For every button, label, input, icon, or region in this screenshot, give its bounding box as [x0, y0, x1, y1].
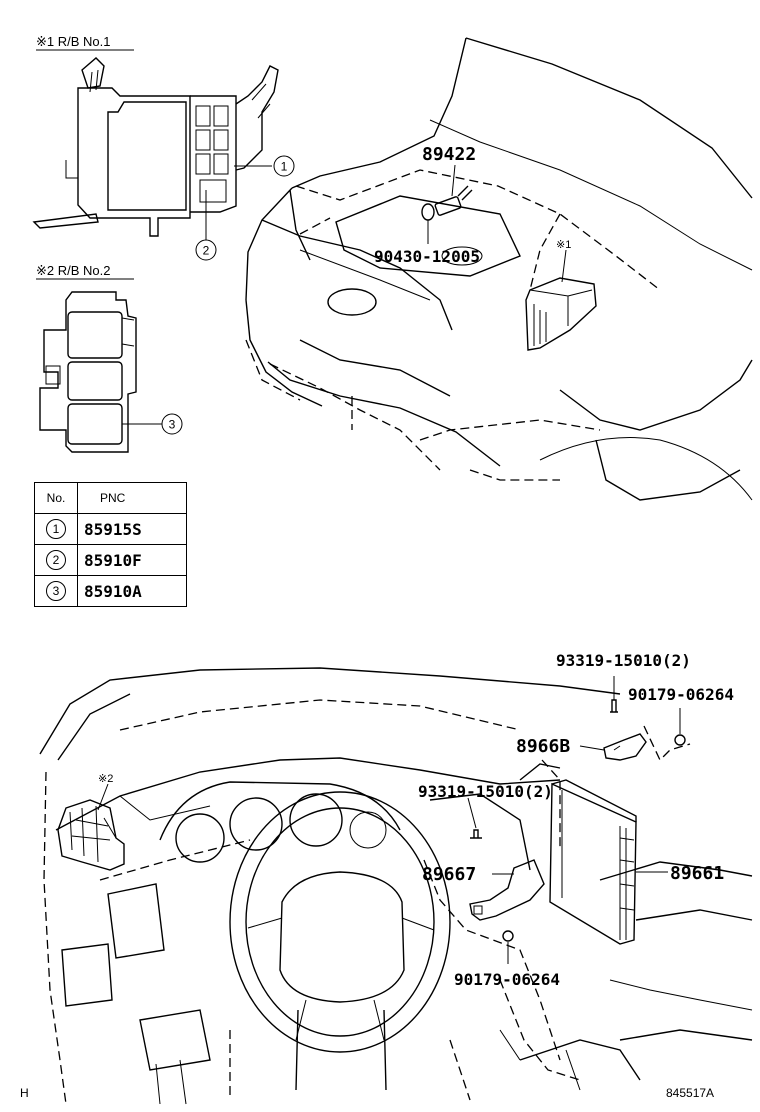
nut-90179-top — [674, 734, 686, 746]
row-number-circle: 2 — [46, 550, 66, 570]
bracket-8966b-part — [603, 733, 647, 761]
pnc-value: 85910A — [77, 575, 187, 607]
rb1-title: ※1 R/B No.1 — [36, 34, 110, 49]
dashboard-drawing — [39, 667, 753, 1105]
figure-id: 845517A — [666, 1086, 714, 1100]
nut-90179-bottom — [502, 930, 514, 942]
part-89661-label: 89661 — [670, 863, 724, 884]
bolt-93319-top — [610, 699, 618, 713]
part-89422-label: 89422 — [422, 144, 476, 165]
pnc-table: No. PNC 1 85915S 2 85910F 3 85910A — [34, 482, 187, 607]
dash-relay-mark: ※2 — [98, 773, 113, 785]
pnc-header-pnc: PNC — [77, 482, 187, 514]
relay-block-2-installed — [57, 799, 125, 871]
table-row: 1 85915S — [34, 513, 187, 545]
relay-block-1-installed — [525, 277, 597, 351]
part-90179-06264-bottom-label: 90179-06264 — [454, 970, 560, 989]
rb2-title: ※2 R/B No.2 — [36, 263, 110, 278]
callout-2-label: 2 — [203, 244, 210, 258]
callout-1-label: 1 — [281, 160, 288, 174]
footer-left-code: H — [20, 1086, 29, 1100]
row-number-circle: 1 — [46, 519, 66, 539]
pnc-header-no: No. — [34, 482, 78, 514]
table-row: 2 85910F — [34, 544, 187, 576]
part-90179-06264-top-label: 90179-06264 — [628, 685, 734, 704]
row-number-circle: 3 — [46, 581, 66, 601]
engine-bay-drawing — [245, 37, 753, 501]
sensor-89422-part — [434, 185, 473, 216]
part-93319-15010-mid-label: 93319-15010(2) — [418, 782, 553, 801]
part-93319-15010-top-label: 93319-15010(2) — [556, 651, 691, 670]
relay-block-2-drawing — [39, 291, 137, 453]
engine-relay-mark: ※1 — [556, 239, 571, 251]
ecu-89661-part — [549, 779, 637, 945]
part-8966b-label: 8966B — [516, 736, 570, 757]
bracket-89667-part — [469, 859, 545, 921]
rb1-inset: ※1 R/B No.1 1 — [32, 34, 295, 261]
pnc-value: 85915S — [77, 513, 187, 545]
part-89667-label: 89667 — [422, 864, 476, 885]
rb2-inset: ※2 R/B No.2 3 — [36, 263, 183, 453]
part-90430-12005-label: 90430-12005 — [374, 247, 480, 266]
relay-block-1-drawing — [32, 57, 279, 237]
pnc-value: 85910F — [77, 544, 187, 576]
bolt-93319-mid — [470, 829, 482, 839]
callout-3-label: 3 — [169, 418, 176, 432]
gasket-90430-part — [421, 203, 435, 221]
table-row: 3 85910A — [34, 575, 187, 607]
pnc-table-header-row: No. PNC — [34, 482, 187, 514]
